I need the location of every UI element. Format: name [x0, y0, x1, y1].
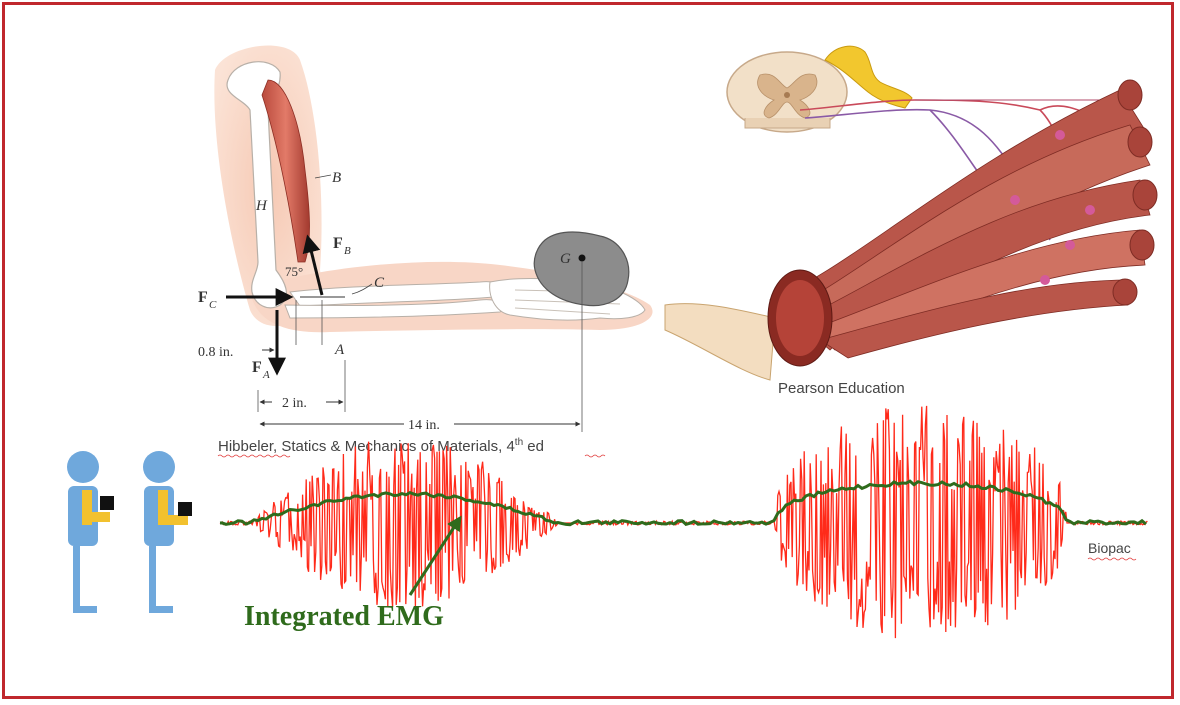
pearson-credit: Pearson Education — [778, 380, 905, 397]
figure-arm-extended — [67, 451, 114, 613]
point-a-label: A — [334, 342, 345, 358]
bone-h-label: H — [255, 198, 268, 214]
integrated-emg-pointer — [408, 515, 462, 596]
weight-g — [533, 231, 630, 307]
point-g-label: G — [560, 251, 571, 267]
force-c-subscript: C — [209, 299, 217, 311]
weight-center-dot — [578, 254, 586, 262]
angle-label: 75° — [285, 264, 303, 279]
force-a-label: F — [252, 359, 262, 376]
dim-2-label: 2 in. — [282, 396, 307, 411]
force-a-subscript: A — [262, 369, 270, 381]
muscle-fiber-bundles — [769, 79, 1158, 359]
muscle-b-label: B — [332, 170, 341, 186]
dim-14-label: 14 in. — [408, 418, 440, 433]
arm-caption: Hibbeler, Statics & Mechanics of Materia… — [218, 437, 544, 455]
dim-08-label: 0.8 in. — [198, 345, 233, 360]
force-b-subscript: B — [344, 245, 351, 257]
integrated-emg-label: Integrated EMG — [244, 601, 444, 632]
spinal-cord-section — [726, 51, 848, 133]
tendon — [664, 303, 776, 381]
force-b-label: F — [333, 235, 343, 252]
muscle-diagram: Pearson Education — [664, 45, 1158, 397]
point-c-label: C — [374, 275, 385, 291]
dorsal-root-ganglion — [824, 45, 913, 109]
biopac-credit: Biopac — [1088, 540, 1131, 556]
force-b-arrow — [302, 234, 324, 296]
emg-trace: Integrated EMG Biopac — [219, 405, 1148, 639]
motor-end-plates — [1010, 130, 1095, 285]
arm-diagram: G B H C A 75° F B F C F A 0.8 in. 2 in. — [198, 45, 653, 458]
force-c-label: F — [198, 289, 208, 306]
integrated-emg-line — [219, 479, 1147, 527]
figure-arm-flexed — [143, 451, 192, 613]
